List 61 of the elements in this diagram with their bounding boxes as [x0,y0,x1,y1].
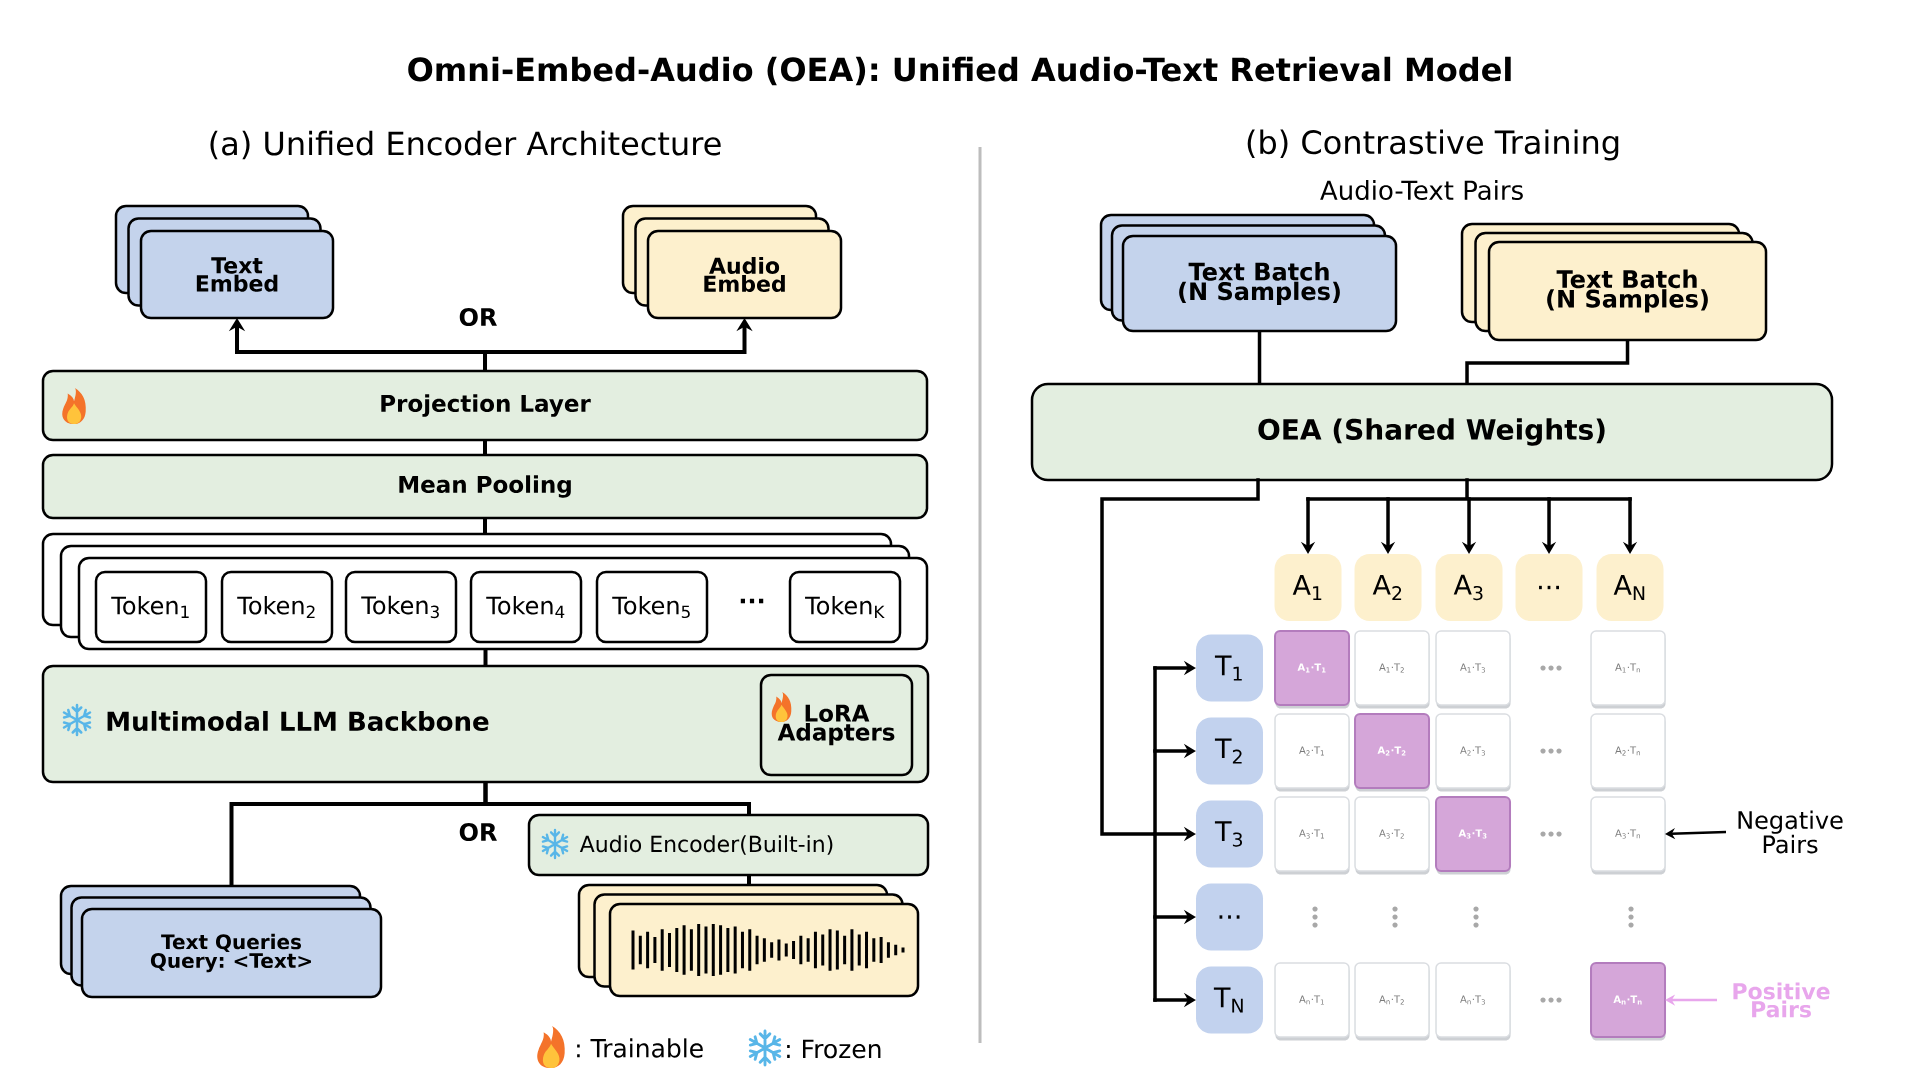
connector-line [747,875,751,885]
audio-tile: A$_{N}$ [1596,554,1664,621]
annotation-text: Negative Pairs [1738,810,1843,854]
card-stack: Text Batch (N Samples) [1460,222,1768,342]
similarity-cell: A$_{2}$·T$_{n}$ [1590,713,1666,792]
panel-title: (b) Contrastive Training [1247,129,1619,161]
audio-tile: A$_{2}$ [1354,554,1422,621]
similarity-cell: A$_{1}$·T$_{n}$ [1590,630,1666,709]
or-label: OR [459,307,497,327]
similarity-cell: A$_{3}$·T$_{2}$ [1354,796,1430,875]
connector-line [483,440,487,455]
panel-title: (a) Unified Encoder Architecture [210,130,721,160]
card-stack: Text Embed [114,204,335,320]
token-box: Token$_{2}$ [220,570,334,644]
token-box: Token$_{4}$ [469,570,583,644]
connector-line [483,649,488,666]
legend-text: : Trainable [577,1038,703,1058]
audio-tile: A$_{1}$ [1274,554,1342,621]
text-tile: T$_{3}$ [1196,800,1263,868]
text-tile: T$_{N}$ [1196,966,1263,1034]
similarity-cell: A$_{n}$·T$_{3}$ [1435,962,1511,1041]
similarity-cell: A$_{3}$·T$_{n}$ [1590,796,1666,875]
audio-card-stack [577,883,920,998]
model-box: OEA (Shared Weights) [1030,382,1834,482]
connector-line [483,518,487,534]
card-stack: Text Batch (N Samples) [1099,213,1398,333]
similarity-cell: A$_{n}$·T$_{2}$ [1354,962,1430,1041]
ellipsis-text: ... [740,598,764,604]
similarity-cell: A$_{1}$·T$_{3}$ [1435,630,1511,709]
text-tile: T$_{2}$ [1196,717,1263,785]
similarity-cell: A$_{3}$·T$_{3}$ [1435,796,1511,875]
token-box: Token$_{5}$ [595,570,709,644]
token-box: Token$_{3}$ [344,570,458,644]
token-box: Token$_{1}$ [94,570,208,644]
audio-tile: ... [1515,554,1583,621]
card-stack: Text Queries Query: <Text> [59,884,383,999]
similarity-cell: A$_{2}$·T$_{3}$ [1435,713,1511,792]
similarity-cell: A$_{2}$·T$_{2}$ [1354,713,1430,792]
similarity-cell: A$_{2}$·T$_{1}$ [1274,713,1350,792]
or-label: OR [459,822,497,842]
similarity-cell: A$_{1}$·T$_{1}$ [1274,630,1350,709]
legend-text: : Frozen [787,1039,881,1059]
similarity-cell: A$_{1}$·T$_{2}$ [1354,630,1430,709]
title: Omni-Embed-Audio (OEA): Unified Audio-Text Retrieval Model [408,56,1511,86]
similarity-cell: A$_{3}$·T$_{1}$ [1274,796,1350,875]
text-tile: T$_{1}$ [1196,634,1263,702]
text-tile: ... [1196,883,1263,951]
subtitle: Audio-Text Pairs [1320,179,1523,201]
similarity-cell: A$_{n}$·T$_{n}$ [1590,962,1666,1041]
audio-tile: A$_{3}$ [1435,554,1503,621]
similarity-cell: A$_{n}$·T$_{1}$ [1274,962,1350,1041]
token-box: Token$_{K}$ [788,570,902,644]
encoder-box: Audio Encoder(Built-in) [527,813,930,877]
connector-line [483,782,751,815]
connector-line [1465,340,1630,384]
adapter-box: LoRA Adapters [759,673,914,777]
annotation-text: Positive Pairs [1733,982,1830,1018]
card-stack: Audio Embed [621,204,843,320]
layer-box: Mean Pooling [41,453,929,520]
connector-line [1257,331,1262,384]
layer-box: Projection Layer [41,369,929,442]
